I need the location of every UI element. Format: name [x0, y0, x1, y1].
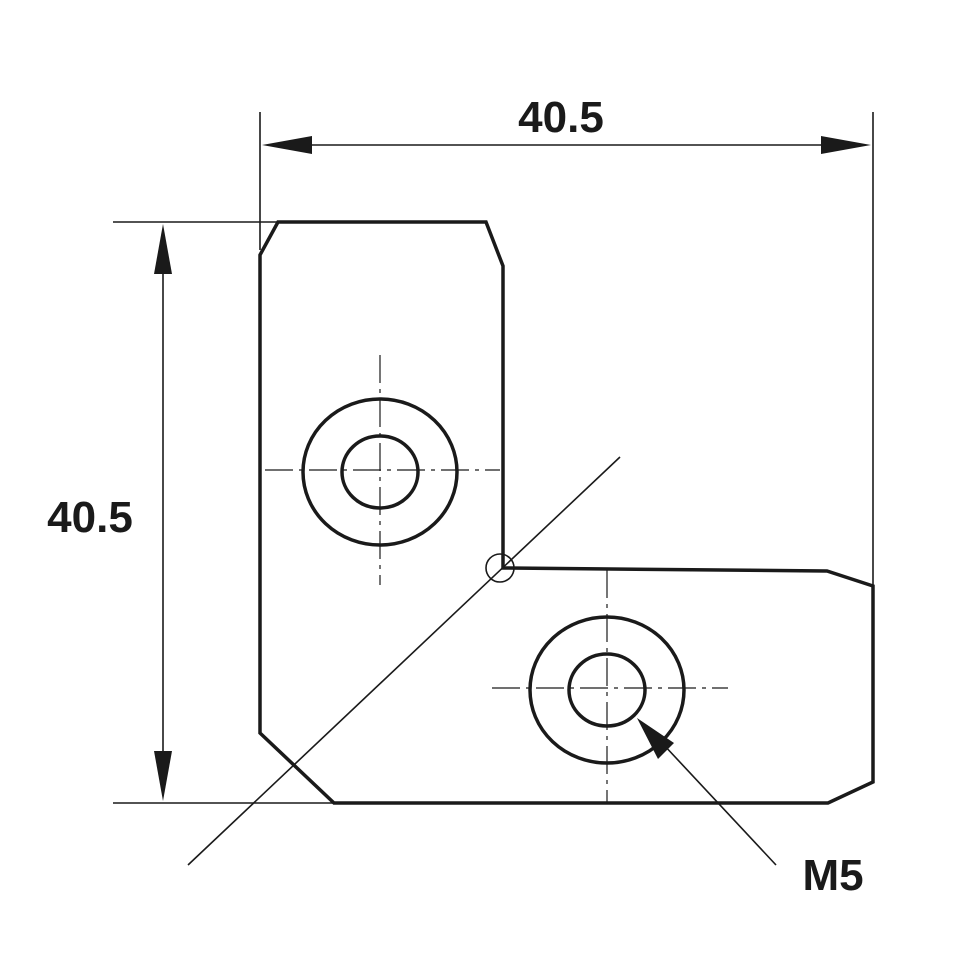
hole-top-counterbore — [301, 397, 459, 547]
bracket-outline — [258, 220, 875, 805]
hole-bottom-counterbore — [528, 615, 686, 765]
thread-leader-arrowhead — [637, 718, 674, 759]
dimension-label-height: 40.5 — [47, 493, 133, 542]
hole-bottom-bore — [567, 652, 647, 728]
thread-label: M5 — [802, 851, 863, 900]
arrowhead-width-left — [262, 136, 312, 154]
corner-relief-circle — [485, 553, 515, 583]
thread-leader-line — [662, 743, 777, 866]
diagonal-symmetry-line — [187, 456, 621, 866]
arrowhead-width-right — [821, 136, 871, 154]
hole-top-bore — [340, 434, 420, 510]
arrowhead-height-top — [154, 224, 172, 274]
arrowhead-height-bottom — [154, 751, 172, 801]
dimension-label-width: 40.5 — [518, 93, 604, 142]
